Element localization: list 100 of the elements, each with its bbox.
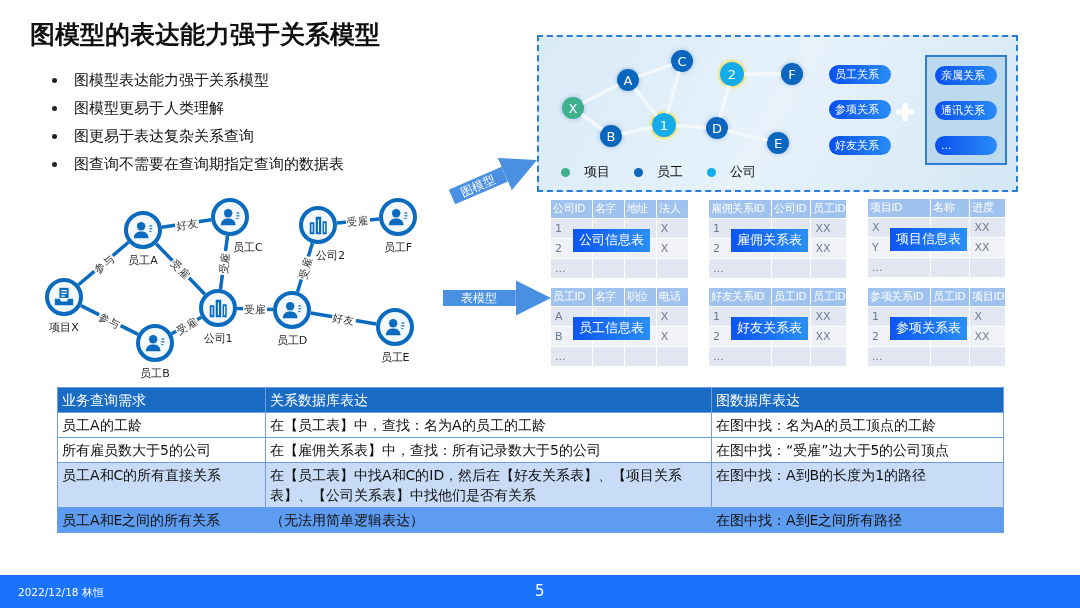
- table-cell: XX: [970, 238, 1005, 257]
- table-cell: XX: [811, 239, 846, 258]
- table-header-cell: 关系数据库表达: [265, 387, 712, 413]
- table-cell: 在图中找：名为A的员工顶点的工龄: [711, 412, 1004, 438]
- connector-line: [580, 113, 604, 131]
- table-header-cell: 员工ID: [811, 200, 846, 218]
- graph-node-circle: C: [671, 50, 693, 72]
- data-table: [868, 288, 1005, 366]
- table-cell: X: [656, 239, 688, 258]
- edge-label: 受雇: [242, 302, 268, 316]
- bullet-text: 图查询不需要在查询期指定查询的数据表: [74, 155, 344, 174]
- block-arrow: [448, 157, 537, 205]
- graph-node-circle: E: [767, 132, 789, 154]
- table-name-badge: 项目信息表: [889, 228, 967, 251]
- edge-label: 好友: [330, 310, 357, 327]
- table-cell: 在图中找：“受雇”边大于5的公司顶点: [711, 437, 1004, 463]
- legend-label: 项目: [584, 163, 610, 181]
- table-header-cell: 雇佣关系ID: [709, 200, 772, 218]
- table-cell: 在图中找：A到B的长度为1的路径: [711, 462, 1004, 508]
- connector-line: [633, 87, 658, 117]
- block-arrow: [443, 280, 551, 316]
- table-cell: XX: [811, 307, 846, 326]
- table-cell: 在【雇佣关系表】中，查找：所有记录数大于5的公司: [265, 437, 712, 463]
- connector-line: [718, 85, 731, 118]
- table-cell: X: [656, 307, 688, 326]
- table-cell: ...: [551, 347, 592, 366]
- bullet-text: 图更易于表达复杂关系查询: [74, 127, 254, 146]
- connector-line: [675, 123, 707, 130]
- table-header-cell: 项目ID: [970, 288, 1005, 306]
- node-label: 员工C: [233, 240, 263, 255]
- table-header-cell: 进度: [970, 199, 1005, 217]
- table-name-badge: 员工信息表: [572, 317, 650, 340]
- table-header-cell: 图数据库表达: [711, 387, 1004, 413]
- table-cell: （无法用简单逻辑表达）: [265, 507, 712, 533]
- node-label: 公司2: [316, 248, 345, 263]
- table-header-cell: 公司ID: [551, 200, 592, 218]
- node-label: 员工A: [128, 253, 158, 268]
- relation-pill: 参项关系: [829, 100, 891, 119]
- node-label: 员工F: [383, 240, 413, 255]
- edge-label: 受雇: [295, 254, 315, 281]
- bullet-text: 图模型表达能力强于关系模型: [74, 71, 269, 90]
- relation-pill: 好友关系: [829, 136, 891, 155]
- table-cell: XX: [811, 327, 846, 346]
- table-cell: X: [656, 327, 688, 346]
- table-cell: 员工A和E之间的所有关系: [57, 507, 266, 533]
- table-name-badge: 参项关系表: [889, 317, 967, 340]
- table-cell: XX: [970, 218, 1005, 237]
- graph-node-circle: D: [706, 117, 728, 139]
- table-cell: ...: [709, 259, 772, 278]
- relation-group-box: [925, 55, 1007, 165]
- graph-node-circle: B: [600, 125, 622, 147]
- table-header-cell: 业务查询需求: [57, 387, 266, 413]
- table-header-cell: 职位: [624, 288, 656, 306]
- arrow-label: 图模型: [459, 171, 498, 200]
- bullet-text: 图模型更易于人类理解: [74, 99, 224, 118]
- graph-node-circle: 1: [652, 113, 676, 137]
- table-header-cell: 名字: [592, 200, 624, 218]
- table-header-cell: 法人: [656, 200, 688, 218]
- slide-title: 图模型的表达能力强于关系模型: [30, 19, 380, 51]
- table-header-cell: 员工ID: [551, 288, 592, 306]
- graph-node-circle: F: [781, 63, 803, 85]
- table-cell: X: [656, 219, 688, 238]
- table-cell: 在【员工表】中，查找：名为A的员工的工龄: [265, 412, 712, 438]
- legend-label: 员工: [657, 163, 683, 181]
- legend-label: 公司: [730, 163, 756, 181]
- graph-node-circle: A: [617, 69, 639, 91]
- table-header-cell: 员工ID: [811, 288, 846, 306]
- table-header-cell: 名称: [931, 199, 970, 217]
- table-header-cell: 公司ID: [772, 200, 811, 218]
- table-header-cell: 名字: [592, 288, 624, 306]
- node-label: 员工D: [276, 333, 308, 348]
- table-header-cell: 地址: [624, 200, 656, 218]
- table-cell: XX: [811, 219, 846, 238]
- edge-label: 受雇: [216, 249, 232, 276]
- graph-node: [211, 198, 263, 255]
- data-table: [551, 200, 688, 278]
- page-number: 5: [535, 582, 545, 600]
- table-cell: ...: [868, 258, 931, 277]
- relation-pill: 员工关系: [829, 65, 891, 84]
- relation-pill: 通讯关系: [935, 101, 997, 120]
- arrow-label: 表模型: [461, 291, 498, 305]
- table-header-cell: 参项关系ID: [868, 288, 931, 306]
- graph-node-circle: X: [562, 97, 584, 119]
- edge-label: 参与: [90, 251, 117, 276]
- table-name-badge: 公司信息表: [572, 229, 650, 252]
- table-header-cell: 员工ID: [772, 288, 811, 306]
- node-label: 公司1: [203, 331, 233, 346]
- data-table: [709, 200, 846, 278]
- table-cell: ...: [709, 347, 772, 366]
- connector-line: [727, 128, 768, 143]
- connector-line: [621, 125, 653, 136]
- table-cell: 员工A的工龄: [57, 412, 266, 438]
- table-cell: X: [970, 307, 1005, 326]
- relation-pill: ...: [935, 136, 997, 155]
- graph-model-panel: [537, 35, 1018, 192]
- data-table: [868, 199, 1005, 277]
- table-header-cell: 电话: [656, 288, 688, 306]
- node-label: 员工B: [140, 366, 170, 381]
- table-cell: ...: [551, 259, 592, 278]
- data-table: [551, 288, 688, 366]
